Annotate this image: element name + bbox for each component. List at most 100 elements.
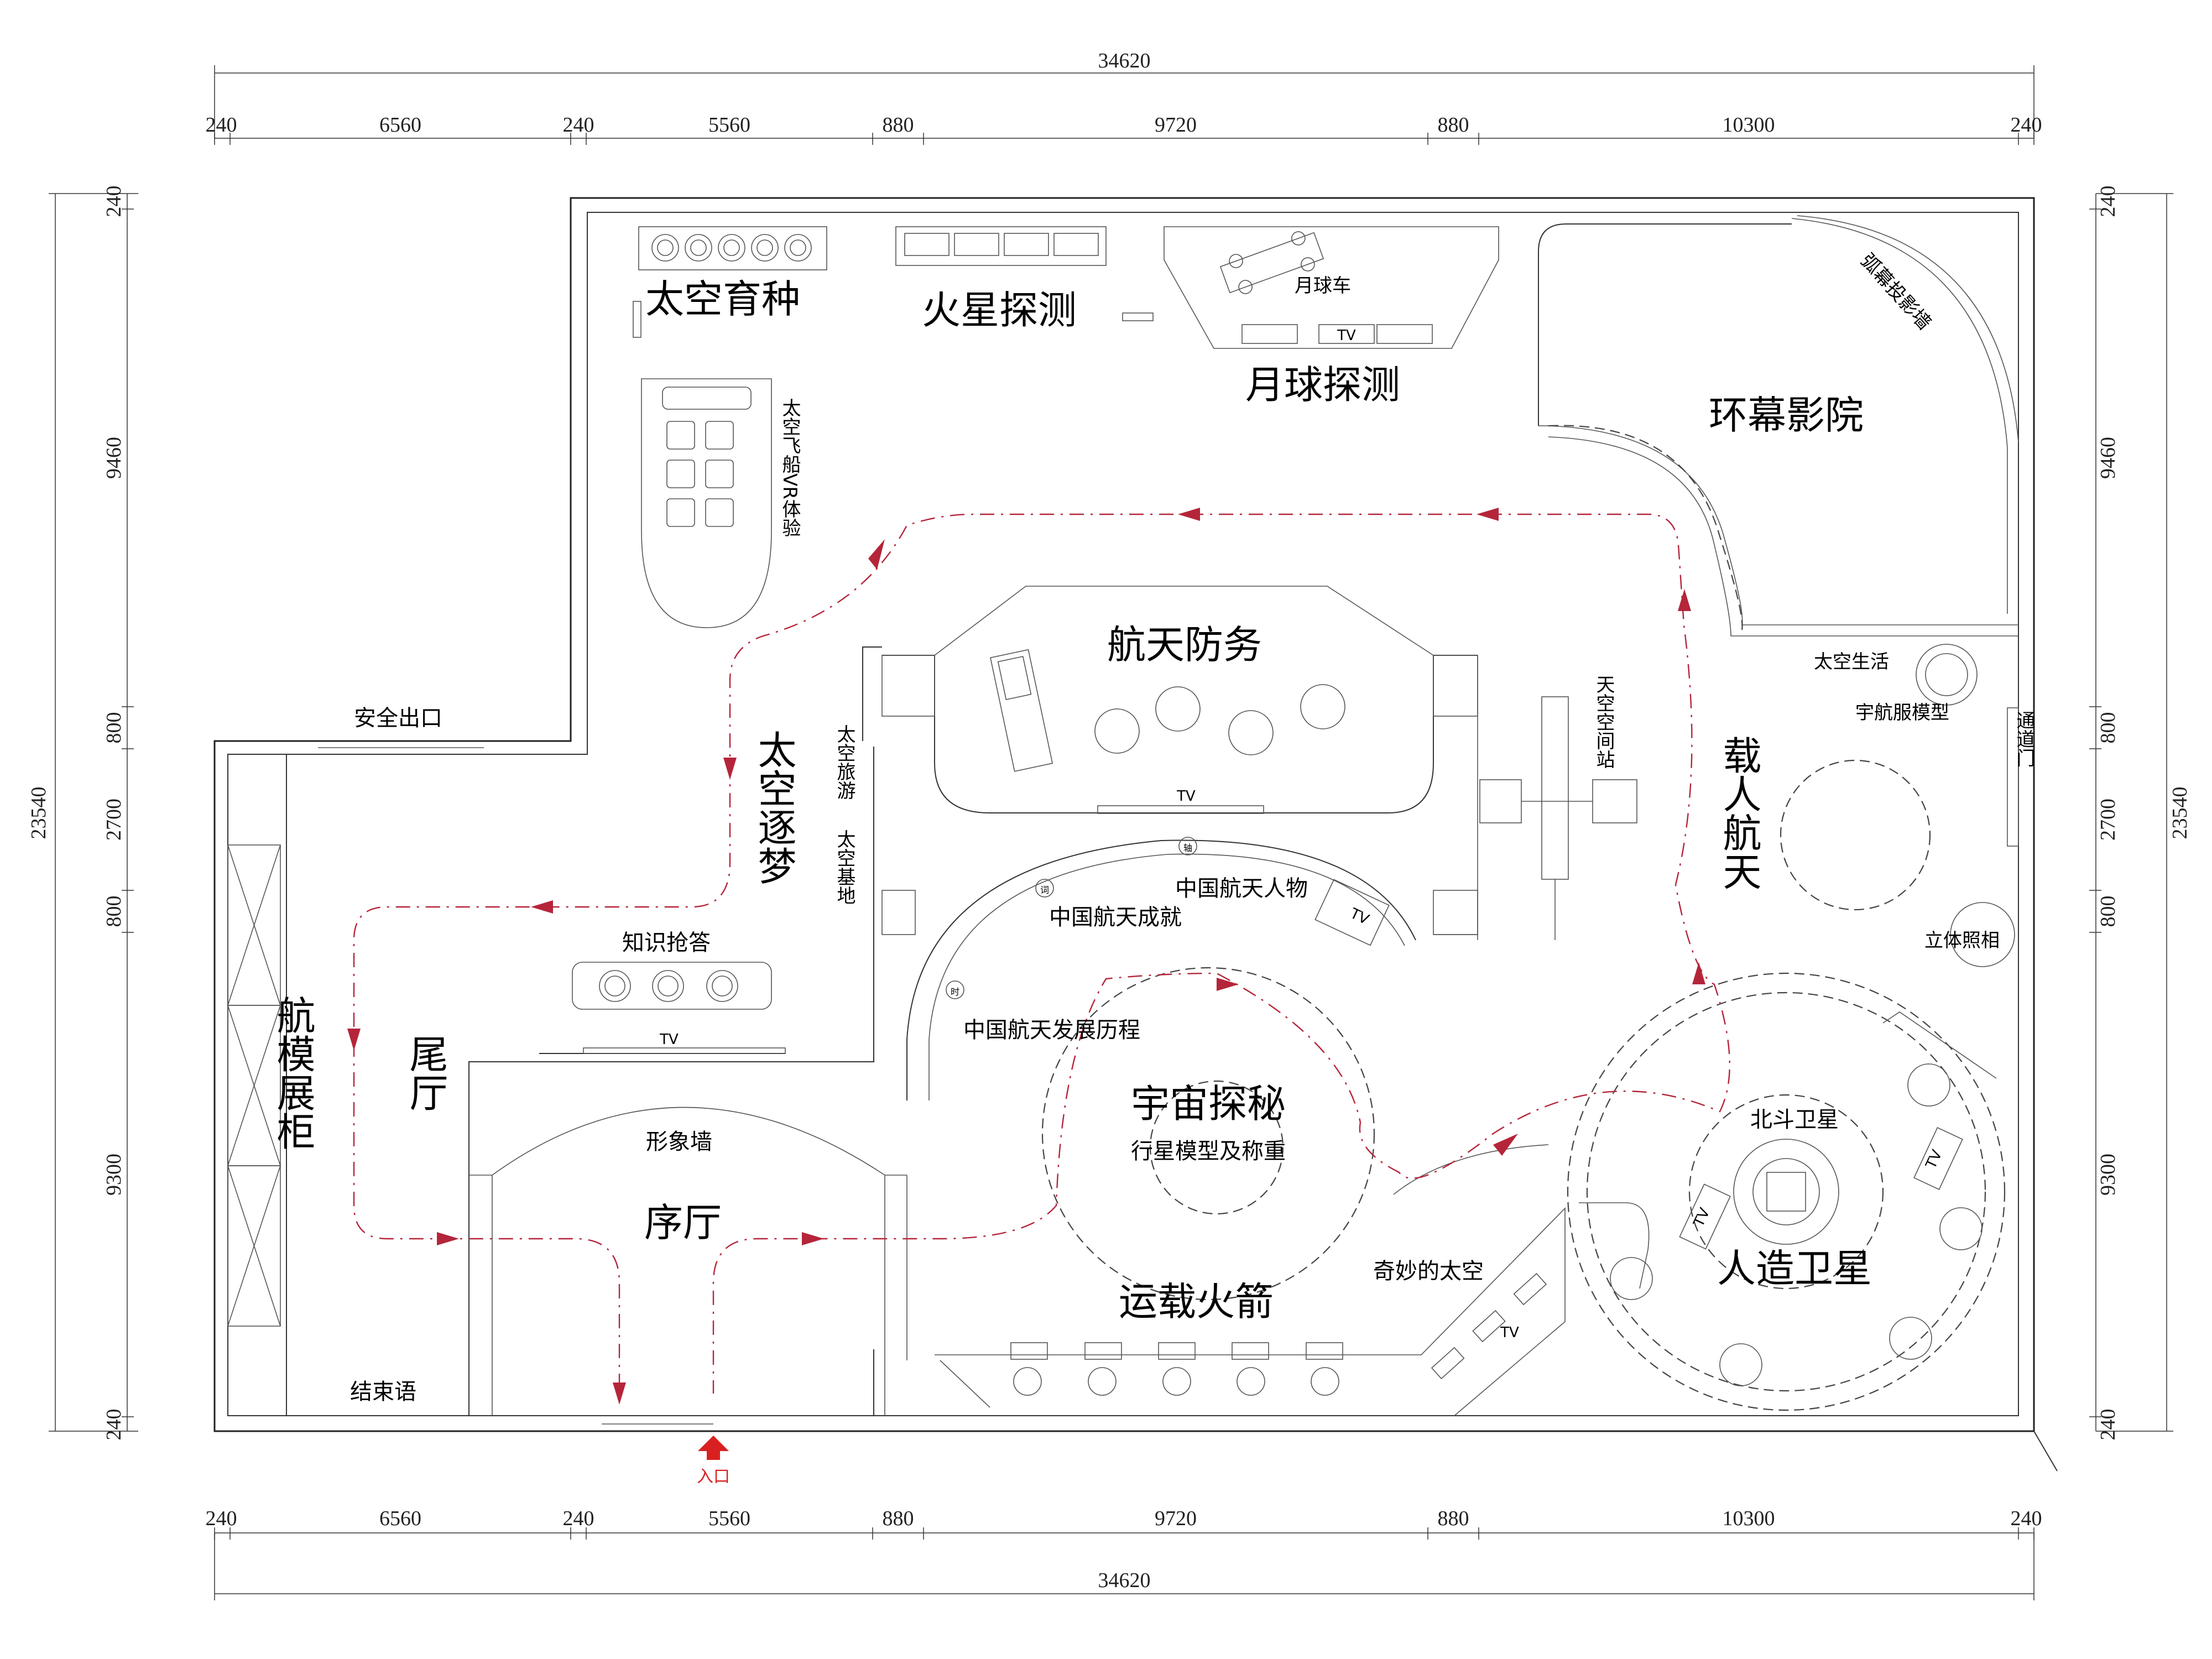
label-space-life: 太空生活 (1814, 651, 1889, 673)
label-artificial-satellite: 人造卫星 (1717, 1246, 1872, 1291)
label-model-cabinet: 航模展柜 (270, 995, 316, 1150)
dimensions: 34620 240 6560 240 5560 880 9720 880 103… (27, 49, 2192, 1600)
outer-walls (213, 197, 2058, 1472)
satellite-tv-1-label: TV (1691, 1206, 1714, 1230)
label-spacesuit-model: 宇航服模型 (1855, 702, 1949, 724)
label-image-wall: 形象墙 (646, 1129, 712, 1155)
label-tail-hall: 尾厅 (403, 1034, 448, 1112)
entrance-marker (698, 1436, 729, 1460)
zone-labels: 太空育种 火星探测 月球车 月球探测 环幕影院 弧幕投影墙 太空飞船VR体验 航… (270, 249, 2035, 1486)
figures-tv-label: TV (1347, 905, 1371, 928)
label-aerospace-defense: 航天防务 (1107, 622, 1262, 667)
top-dim-8: 10300 (1723, 113, 1775, 137)
top-dim-6: 9720 (1155, 113, 1197, 137)
right-dim-4: 2700 (2096, 799, 2120, 841)
bottom-dim-8: 10300 (1723, 1507, 1775, 1530)
route-arrow-9 (1678, 589, 1691, 611)
label-arc-projection-wall: 弧幕投影墙 (1856, 249, 1935, 334)
label-stereo-photo: 立体照相 (1924, 930, 2000, 952)
top-dim-9: 240 (2011, 113, 2042, 137)
right-dim-3: 800 (2096, 712, 2120, 744)
top-dim-3: 240 (563, 113, 594, 137)
left-dim-7: 240 (102, 1409, 126, 1441)
defense-tv-label: TV (1176, 788, 1196, 805)
label-manned-spaceflight: 载人航天 (1717, 735, 1762, 890)
left-dim-1: 240 (102, 186, 126, 217)
label-space-tourism: 太空旅游 (833, 724, 855, 800)
label-launch-rocket: 运载火箭 (1119, 1279, 1274, 1324)
route-arrow-13 (802, 1232, 824, 1245)
bottom-dim-9: 240 (2011, 1507, 2042, 1530)
left-area (227, 646, 907, 1416)
top-dim-2: 6560 (379, 113, 421, 137)
label-china-figures: 中国航天人物 (1175, 876, 1308, 901)
label-wonderful-space: 奇妙的太空 (1373, 1259, 1484, 1284)
label-passage-door: 通道门 (2013, 711, 2035, 767)
label-beidou: 北斗卫星 (1750, 1107, 1839, 1133)
left-dim-6: 9300 (102, 1154, 126, 1196)
label-prelude-hall: 序厅 (644, 1200, 722, 1245)
quiz-tv-label: TV (659, 1031, 679, 1048)
label-space-breeding: 太空育种 (645, 276, 800, 322)
seat-history-glyph: 时 (951, 987, 959, 997)
left-dim-3: 800 (102, 712, 126, 744)
route-arrow-3 (347, 1029, 361, 1051)
label-closing-words: 结束语 (350, 1379, 416, 1405)
bottom-dim-7: 880 (1438, 1507, 1469, 1530)
label-china-achievements: 中国航天成就 (1049, 905, 1182, 930)
right-dim-1: 240 (2096, 186, 2120, 217)
left-dim-4: 2700 (102, 799, 126, 841)
route-arrow-4 (531, 900, 553, 914)
label-lunar-rover: 月球车 (1295, 275, 1351, 297)
route-arrow-10 (1692, 962, 1705, 984)
label-universe-mystery: 宇宙探秘 (1131, 1081, 1286, 1126)
left-dim-5: 800 (102, 896, 126, 927)
bottom-dim-5: 880 (883, 1507, 914, 1530)
label-china-history: 中国航天发展历程 (963, 1018, 1140, 1043)
label-entrance: 入口 (697, 1467, 730, 1486)
bottom-dim-6: 9720 (1155, 1507, 1197, 1530)
top-dim-5: 880 (883, 113, 914, 137)
route-arrow-5 (723, 758, 737, 780)
label-dome-cinema: 环幕影院 (1709, 393, 1864, 438)
label-safety-exit: 安全出口 (354, 706, 442, 731)
route-arrow-7 (1178, 508, 1200, 521)
route-arrow-12 (1217, 978, 1239, 991)
route-arrow-2 (437, 1232, 459, 1245)
top-dim-7: 880 (1438, 113, 1469, 137)
right-dim-5: 800 (2096, 896, 2120, 927)
route-arrow-6 (868, 539, 885, 570)
top-dim-1: 240 (206, 113, 237, 137)
label-quiz: 知识抢答 (622, 930, 711, 956)
bottom-area: TV (935, 1207, 1566, 1416)
wonder-tv-label: TV (1500, 1324, 1519, 1341)
seat-figures-glyph: 轴 (1183, 843, 1192, 853)
visit-route (347, 508, 1730, 1405)
top-total-dim: 34620 (1098, 49, 1151, 72)
top-left-area: TV (633, 226, 1499, 628)
bottom-dim-1: 240 (206, 1507, 237, 1530)
top-dim-4: 5560 (708, 113, 750, 137)
label-planet-model: 行星模型及称重 (1131, 1139, 1286, 1164)
seat-achievements-glyph: 词 (1040, 885, 1049, 895)
label-lunar-exploration: 月球探测 (1245, 362, 1400, 408)
label-space-station: 天空空间站 (1593, 675, 1615, 769)
label-space-base: 太空基地 (833, 830, 855, 905)
lunar-tv-label: TV (1337, 327, 1356, 344)
label-spaceship-vr: 太空飞船VR体验 (779, 398, 801, 537)
route-arrow-1 (613, 1383, 626, 1405)
route-arrow-8 (1477, 508, 1499, 521)
bottom-dim-3: 240 (563, 1507, 594, 1530)
bottom-total-dim: 34620 (1098, 1569, 1151, 1592)
route-arrow-11 (1493, 1134, 1518, 1156)
center-area: TV 词 轴 时 (906, 837, 1549, 1301)
bottom-dim-4: 5560 (708, 1507, 750, 1530)
left-dim-2: 9460 (102, 437, 126, 479)
right-dim-7: 240 (2096, 1409, 2120, 1441)
right-dim-6: 9300 (2096, 1154, 2120, 1196)
label-mars-exploration: 火星探测 (922, 288, 1077, 333)
bottom-dim-2: 6560 (379, 1507, 421, 1530)
label-space-dream: 太空逐梦 (752, 730, 797, 885)
right-dim-2: 9460 (2096, 437, 2120, 479)
